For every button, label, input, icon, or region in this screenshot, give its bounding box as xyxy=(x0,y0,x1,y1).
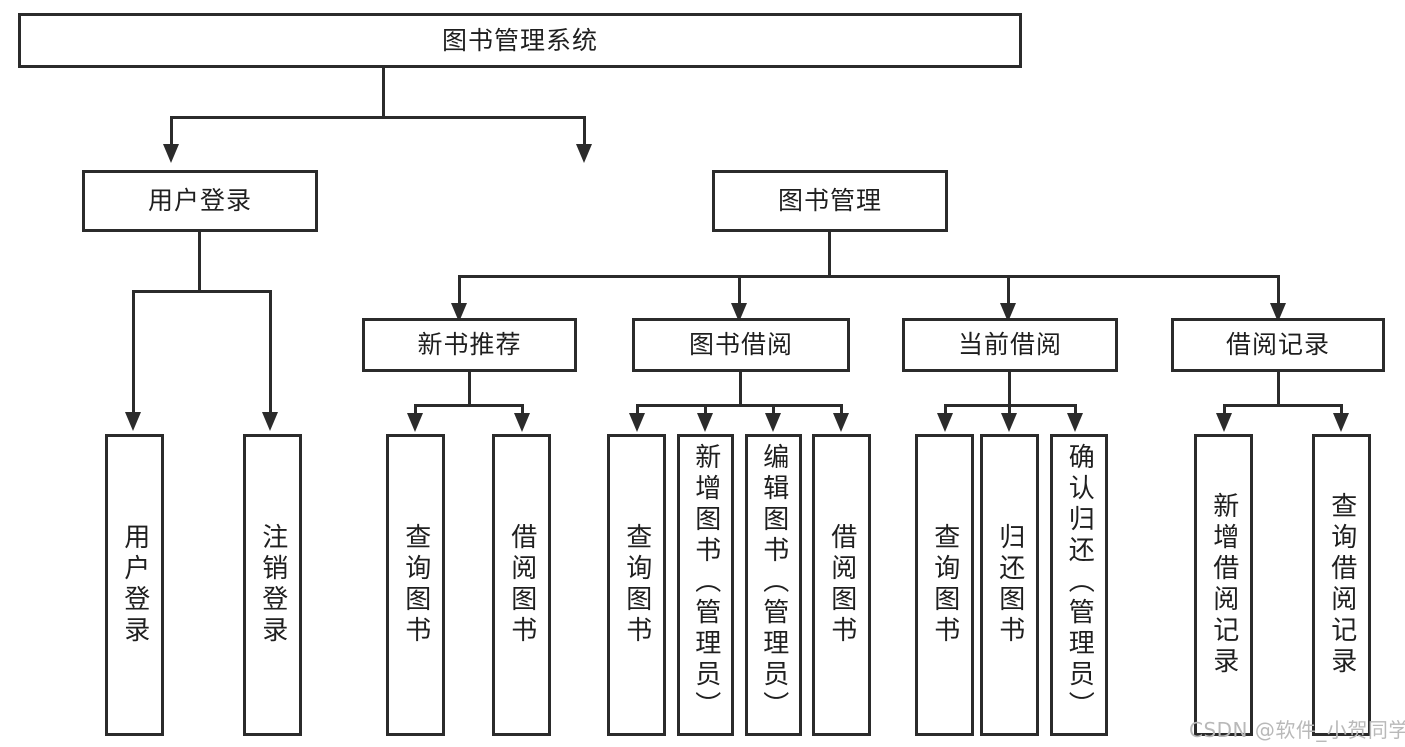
node-book-manage[interactable]: 图书管理 xyxy=(712,170,948,232)
node-label: 图书借阅 xyxy=(688,330,793,360)
node-label: 编辑图书（管理员） xyxy=(758,443,789,722)
arrow-current-borrow-to-leaf-1 xyxy=(937,413,953,432)
connector-user-login-to-leaf-1 xyxy=(132,290,135,415)
connector-new-book-bus xyxy=(414,404,524,407)
node-label: 新增图书（管理员） xyxy=(690,443,721,722)
leaf-query-book-borrow[interactable]: 查询图书 xyxy=(607,434,666,736)
arrow-root-to-user-login xyxy=(163,144,179,163)
node-label: 查询图书 xyxy=(621,523,652,647)
node-label: 图书管理 xyxy=(777,186,882,216)
leaf-confirm-return-admin[interactable]: 确认归还（管理员） xyxy=(1050,434,1108,736)
node-label: 当前借阅 xyxy=(957,330,1062,360)
leaf-query-borrow-record[interactable]: 查询借阅记录 xyxy=(1312,434,1371,736)
connector-book-manage-to-borrow-records xyxy=(1277,275,1280,305)
connector-user-login-bus xyxy=(132,290,272,293)
connector-root-to-user-login xyxy=(170,116,173,145)
arrow-current-borrow-to-leaf-2 xyxy=(1001,413,1017,432)
node-label: 借阅图书 xyxy=(506,523,537,647)
leaf-add-book-admin[interactable]: 新增图书（管理员） xyxy=(677,434,734,736)
connector-book-borrow-bus xyxy=(636,404,843,407)
connector-root-bus xyxy=(170,116,586,119)
node-label: 新书推荐 xyxy=(417,330,522,360)
node-new-book-recommend[interactable]: 新书推荐 xyxy=(362,318,577,372)
arrow-user-login-to-leaf-2 xyxy=(262,412,278,431)
node-label: 确认归还（管理员） xyxy=(1064,443,1095,722)
connector-user-login-to-leaf-2 xyxy=(269,290,272,415)
leaf-borrow-book[interactable]: 借阅图书 xyxy=(812,434,871,736)
arrow-book-manage-to-current-borrow xyxy=(1000,303,1016,322)
node-current-borrow[interactable]: 当前借阅 xyxy=(902,318,1118,372)
node-label: 新增借阅记录 xyxy=(1208,492,1239,678)
leaf-logout-login[interactable]: 注销登录 xyxy=(243,434,302,736)
node-label: 借阅记录 xyxy=(1225,330,1330,360)
arrow-new-book-to-leaf-2 xyxy=(514,413,530,432)
connector-root-stem xyxy=(382,68,385,118)
connector-borrow-records-bus xyxy=(1223,404,1343,407)
leaf-user-login[interactable]: 用户登录 xyxy=(105,434,164,736)
connector-book-manage-to-book-borrow xyxy=(738,275,741,305)
arrow-book-borrow-to-leaf-3 xyxy=(765,413,781,432)
arrow-book-borrow-to-leaf-4 xyxy=(833,413,849,432)
leaf-query-book-current[interactable]: 查询图书 xyxy=(915,434,974,736)
node-label: 借阅图书 xyxy=(826,523,857,647)
connector-book-manage-to-current-borrow xyxy=(1007,275,1010,305)
connector-current-borrow-stem xyxy=(1008,372,1011,406)
node-label: 注销登录 xyxy=(257,523,288,647)
connector-new-book-stem xyxy=(468,372,471,406)
arrow-new-book-to-leaf-1 xyxy=(407,413,423,432)
connector-book-manage-to-new-book xyxy=(458,275,461,305)
arrow-book-manage-to-new-book xyxy=(451,303,467,322)
arrow-root-to-book-manage xyxy=(576,144,592,163)
arrow-book-borrow-to-leaf-1 xyxy=(629,413,645,432)
node-book-borrow[interactable]: 图书借阅 xyxy=(632,318,850,372)
node-label: 查询图书 xyxy=(400,523,431,647)
node-borrow-records[interactable]: 借阅记录 xyxy=(1171,318,1385,372)
leaf-query-book-recommend[interactable]: 查询图书 xyxy=(386,434,445,736)
arrow-current-borrow-to-leaf-3 xyxy=(1067,413,1083,432)
node-user-login[interactable]: 用户登录 xyxy=(82,170,318,232)
leaf-return-book[interactable]: 归还图书 xyxy=(980,434,1039,736)
connector-user-login-stem xyxy=(198,232,201,292)
node-label: 查询借阅记录 xyxy=(1326,492,1357,678)
arrow-borrow-records-to-leaf-2 xyxy=(1333,413,1349,432)
arrow-book-manage-to-book-borrow xyxy=(731,303,747,322)
node-label: 用户登录 xyxy=(147,186,252,216)
connector-book-borrow-stem xyxy=(739,372,742,406)
arrow-borrow-records-to-leaf-1 xyxy=(1216,413,1232,432)
connector-root-to-book-manage xyxy=(583,116,586,145)
arrow-book-manage-to-borrow-records xyxy=(1270,303,1286,322)
watermark-text: CSDN @软件_小贺同学 xyxy=(1189,718,1405,742)
leaf-add-borrow-record[interactable]: 新增借阅记录 xyxy=(1194,434,1253,736)
csdn-watermark: CSDN @软件_小贺同学 xyxy=(1189,714,1405,743)
node-root-system[interactable]: 图书管理系统 xyxy=(18,13,1022,68)
connector-borrow-records-stem xyxy=(1277,372,1280,406)
arrow-user-login-to-leaf-1 xyxy=(125,412,141,431)
node-label: 图书管理系统 xyxy=(441,25,598,55)
leaf-borrow-book-recommend[interactable]: 借阅图书 xyxy=(492,434,551,736)
node-label: 查询图书 xyxy=(929,523,960,647)
connector-book-manage-stem xyxy=(828,232,831,277)
connector-book-manage-bus xyxy=(458,275,1280,278)
leaf-edit-book-admin[interactable]: 编辑图书（管理员） xyxy=(745,434,802,736)
node-label: 用户登录 xyxy=(119,523,150,647)
arrow-book-borrow-to-leaf-2 xyxy=(697,413,713,432)
node-label: 归还图书 xyxy=(994,523,1025,647)
